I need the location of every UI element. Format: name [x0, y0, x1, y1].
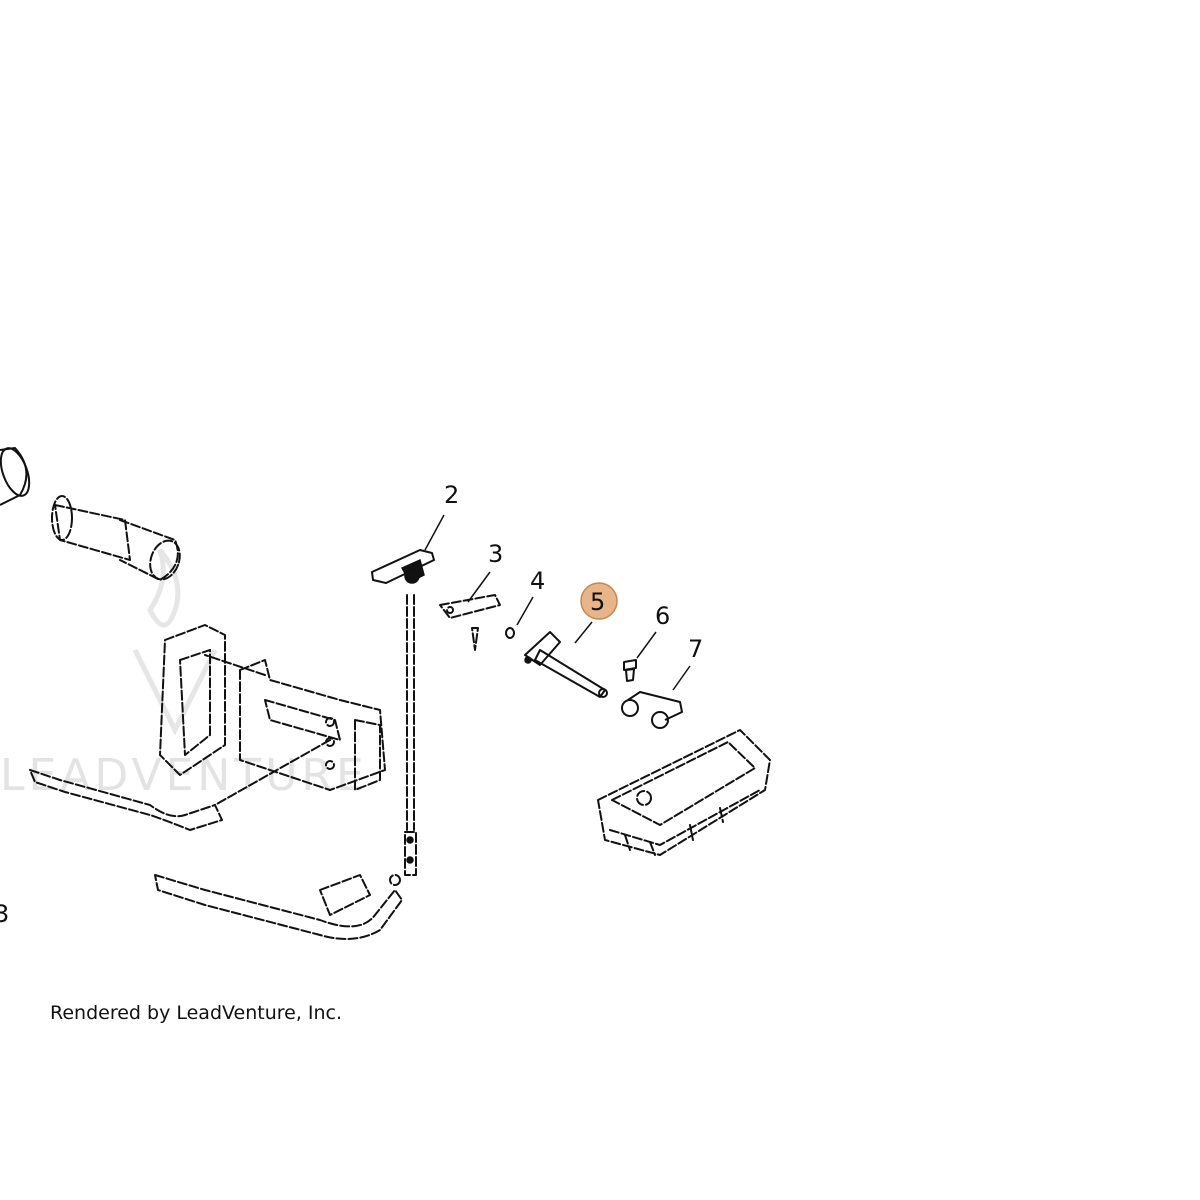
callout-label: 3	[0, 900, 9, 928]
mount-bracket	[159, 624, 386, 806]
cable-lower	[154, 874, 403, 940]
watermark-text: LEADVENTURE	[0, 750, 368, 801]
callout-label: 7	[688, 635, 703, 663]
callout-label: 4	[530, 567, 545, 595]
leader-lines	[424, 514, 691, 691]
callout-label: 6	[655, 602, 670, 630]
callout-3-left: 3	[0, 900, 9, 928]
pipe-coupler	[51, 495, 181, 581]
part-4-washer	[505, 627, 515, 639]
tray-box	[597, 729, 771, 856]
callout-4: 4	[530, 567, 545, 595]
callout-label: 3	[488, 540, 503, 568]
callout-6: 6	[655, 602, 670, 630]
highlight-circle	[580, 582, 618, 620]
callout-label: 5	[590, 588, 605, 616]
part-5-shaft	[524, 631, 608, 698]
callout-7: 7	[688, 635, 703, 663]
callout-5-highlighted: 5	[580, 582, 618, 620]
part-6-screw	[623, 659, 637, 682]
part-2-t-handle	[371, 549, 435, 584]
part-3-plate	[439, 594, 501, 651]
vertical-rod	[404, 594, 417, 876]
render-credit: Rendered by LeadVenture, Inc.	[50, 1002, 343, 1024]
callout-2: 2	[444, 481, 459, 509]
callout-3: 3	[488, 540, 503, 568]
pipe-cylinder-left	[0, 447, 31, 506]
part-7-clamp	[621, 691, 683, 729]
watermark: LEADVENTURE	[0, 548, 368, 801]
cable-upper	[29, 769, 223, 831]
callout-label: 2	[444, 481, 459, 509]
